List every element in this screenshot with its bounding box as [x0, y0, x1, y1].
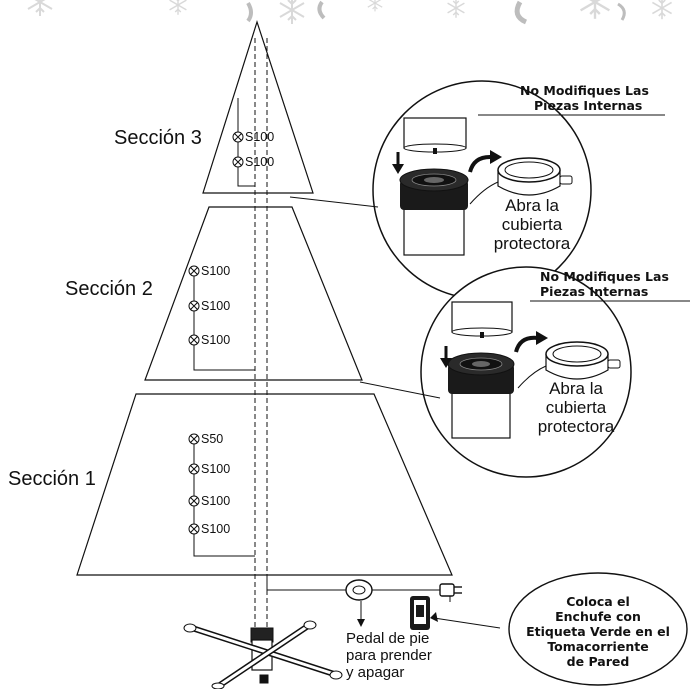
- tree-section-2: [144, 206, 363, 381]
- callout-text-bottom: Abra la cubierta protectora: [524, 379, 628, 436]
- callout-bottom-line1: Abra la: [549, 379, 603, 398]
- callout-bottom-line2: cubierta: [545, 398, 607, 417]
- warning-bottom-line2: Piezas Internas: [540, 284, 649, 299]
- curved-arrow-icon: [514, 331, 548, 353]
- plug-note-line3: Etiqueta Verde en el: [526, 624, 670, 639]
- bulb-label: S50: [201, 432, 224, 446]
- plug-note-line1: Coloca el: [566, 594, 630, 609]
- snowflake-icon: [367, 0, 383, 13]
- bulb-icon: [188, 523, 200, 535]
- plug-icon: [439, 583, 462, 597]
- callout-top-line2: cubierta: [501, 215, 563, 234]
- plug-note-line2: Enchufe con: [555, 609, 641, 624]
- pedal-label: Pedal de pie para prender y apagar: [346, 630, 432, 681]
- callout-top-line1: Abra la: [505, 196, 559, 215]
- bulb-item: S100: [188, 264, 230, 278]
- plug-note-bubble: [508, 572, 688, 686]
- bulb-label: S100: [201, 494, 231, 508]
- bulb-icon: [188, 265, 200, 277]
- bulb-label: S100: [201, 462, 231, 476]
- callout-bottom-line3: protectora: [537, 417, 615, 436]
- snowflake-icon: [27, 0, 53, 17]
- curved-arrow-icon: [468, 150, 502, 173]
- bulb-label: S100: [201, 299, 231, 313]
- bulb-item: S100: [188, 333, 230, 347]
- bulb-item: S100: [188, 299, 230, 313]
- bulb-icon: [232, 131, 244, 143]
- tree-stand-icon: [183, 620, 343, 689]
- bulb-label: S100: [201, 333, 231, 347]
- pedal-line3: y apagar: [346, 664, 405, 681]
- callout-text-top: Abra la cubierta protectora: [480, 196, 584, 253]
- warning-top-line1: No Modifiques Las: [520, 83, 649, 98]
- pole-connector-top: [399, 117, 469, 256]
- warning-top-line2: Piezas Internas: [534, 98, 643, 113]
- center-pole: [254, 38, 268, 640]
- section-1-title: Sección 1: [8, 468, 96, 490]
- down-arrow-icon: [392, 152, 404, 174]
- bulb-item: S100: [188, 522, 230, 536]
- bulb-icon: [188, 300, 200, 312]
- protective-cap-bottom: [517, 341, 621, 389]
- bulb-item: S100: [188, 494, 230, 508]
- pedal-line1: Pedal de pie: [346, 630, 430, 647]
- down-arrow-icon: [440, 346, 452, 368]
- section-2-title: Sección 2: [65, 278, 153, 300]
- plug-note-line5: de Pared: [566, 654, 630, 669]
- tree-section-1: [76, 393, 453, 576]
- snowflake-icon: [168, 0, 188, 16]
- bulb-icon: [188, 495, 200, 507]
- bulb-item: S100: [232, 130, 274, 144]
- bulb-icon: [188, 433, 200, 445]
- bulb-item: S100: [188, 462, 230, 476]
- warning-bottom: No Modifiques Las Piezas Internas: [540, 269, 669, 299]
- bulb-label: S100: [201, 522, 231, 536]
- tree-section-3: [202, 20, 314, 194]
- bulb-icon: [188, 334, 200, 346]
- adapter-icon: [410, 596, 430, 630]
- warning-bottom-line1: No Modifiques Las: [540, 269, 669, 284]
- foot-pedal-icon: [345, 579, 373, 601]
- pole-connector-bottom: [447, 301, 515, 439]
- bulb-label: S100: [201, 264, 231, 278]
- protective-cap-top: [469, 157, 573, 205]
- bulb-item: S100: [232, 155, 274, 169]
- bulb-icon: [232, 156, 244, 168]
- bulb-label: S100: [245, 130, 275, 144]
- callout-top-line3: protectora: [493, 234, 571, 253]
- pedal-line2: para prender: [346, 647, 432, 664]
- plug-note-line4: Tomacorriente: [547, 639, 649, 654]
- bulb-label: S100: [245, 155, 275, 169]
- warning-top: No Modifiques Las Piezas Internas: [520, 83, 649, 113]
- bulb-item: S50: [188, 432, 223, 446]
- snowflake-icon: [279, 0, 305, 25]
- plug-note-text: Coloca el Enchufe con Etiqueta Verde en …: [510, 594, 686, 669]
- snowflake-icon: [446, 0, 466, 19]
- snowflake-icon: [579, 0, 611, 21]
- bulb-icon: [188, 463, 200, 475]
- snowflake-icon: [651, 0, 673, 21]
- section-3-title: Sección 3: [114, 127, 202, 149]
